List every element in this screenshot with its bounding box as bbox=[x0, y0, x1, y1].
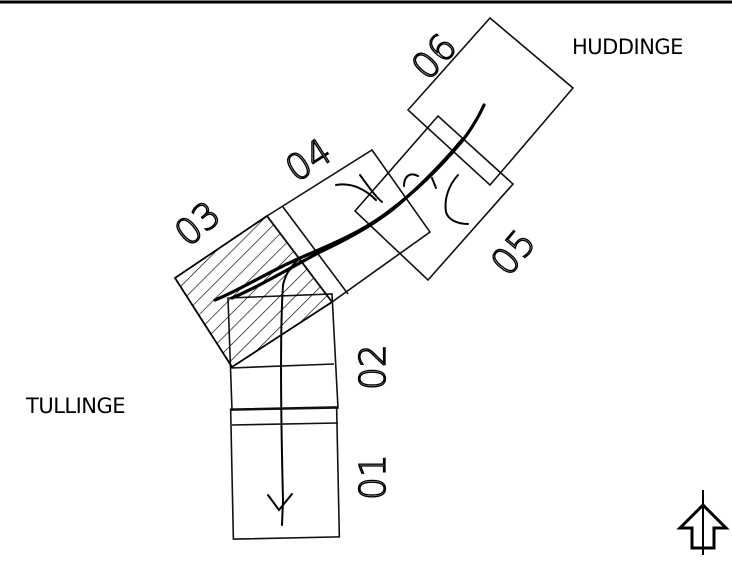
sheet-01-frame bbox=[229, 406, 341, 540]
sheet-01[interactable]: 01 bbox=[229, 406, 395, 540]
ramp-05-loop bbox=[444, 174, 469, 225]
sheet-05-label: 05 bbox=[483, 222, 544, 283]
sheet-02-label: 02 bbox=[353, 344, 394, 390]
road-main-lower bbox=[230, 138, 464, 300]
sheet-06-frame bbox=[406, 16, 575, 187]
road-alignment bbox=[213, 103, 486, 526]
sheet-03-label: 03 bbox=[167, 194, 228, 255]
place-label-tullinge: TULLINGE bbox=[25, 394, 125, 418]
sheet-06[interactable]: 06 bbox=[404, 16, 575, 187]
sheet-04-frame bbox=[265, 148, 432, 304]
sheet-02-inner-line bbox=[230, 363, 335, 369]
road-south-end bbox=[267, 493, 293, 512]
sheet-04-label: 04 bbox=[279, 131, 340, 190]
sheet-05[interactable]: 05 bbox=[353, 114, 545, 284]
ramp-04-b bbox=[359, 174, 383, 203]
ramp-04-c bbox=[403, 173, 419, 187]
sheet-01-divider bbox=[231, 422, 339, 426]
ramp-05-tick bbox=[431, 177, 437, 189]
road-south-branch bbox=[280, 257, 301, 526]
sheet-03[interactable]: 03 bbox=[167, 193, 334, 369]
sheet-05-frame bbox=[353, 114, 515, 282]
ramp-04-a bbox=[335, 183, 377, 201]
place-label-huddinge: HUDDINGE bbox=[572, 35, 683, 59]
sheet-01-label: 01 bbox=[353, 454, 394, 500]
north-arrow-icon bbox=[676, 490, 730, 555]
sheet-06-label: 06 bbox=[404, 27, 465, 88]
